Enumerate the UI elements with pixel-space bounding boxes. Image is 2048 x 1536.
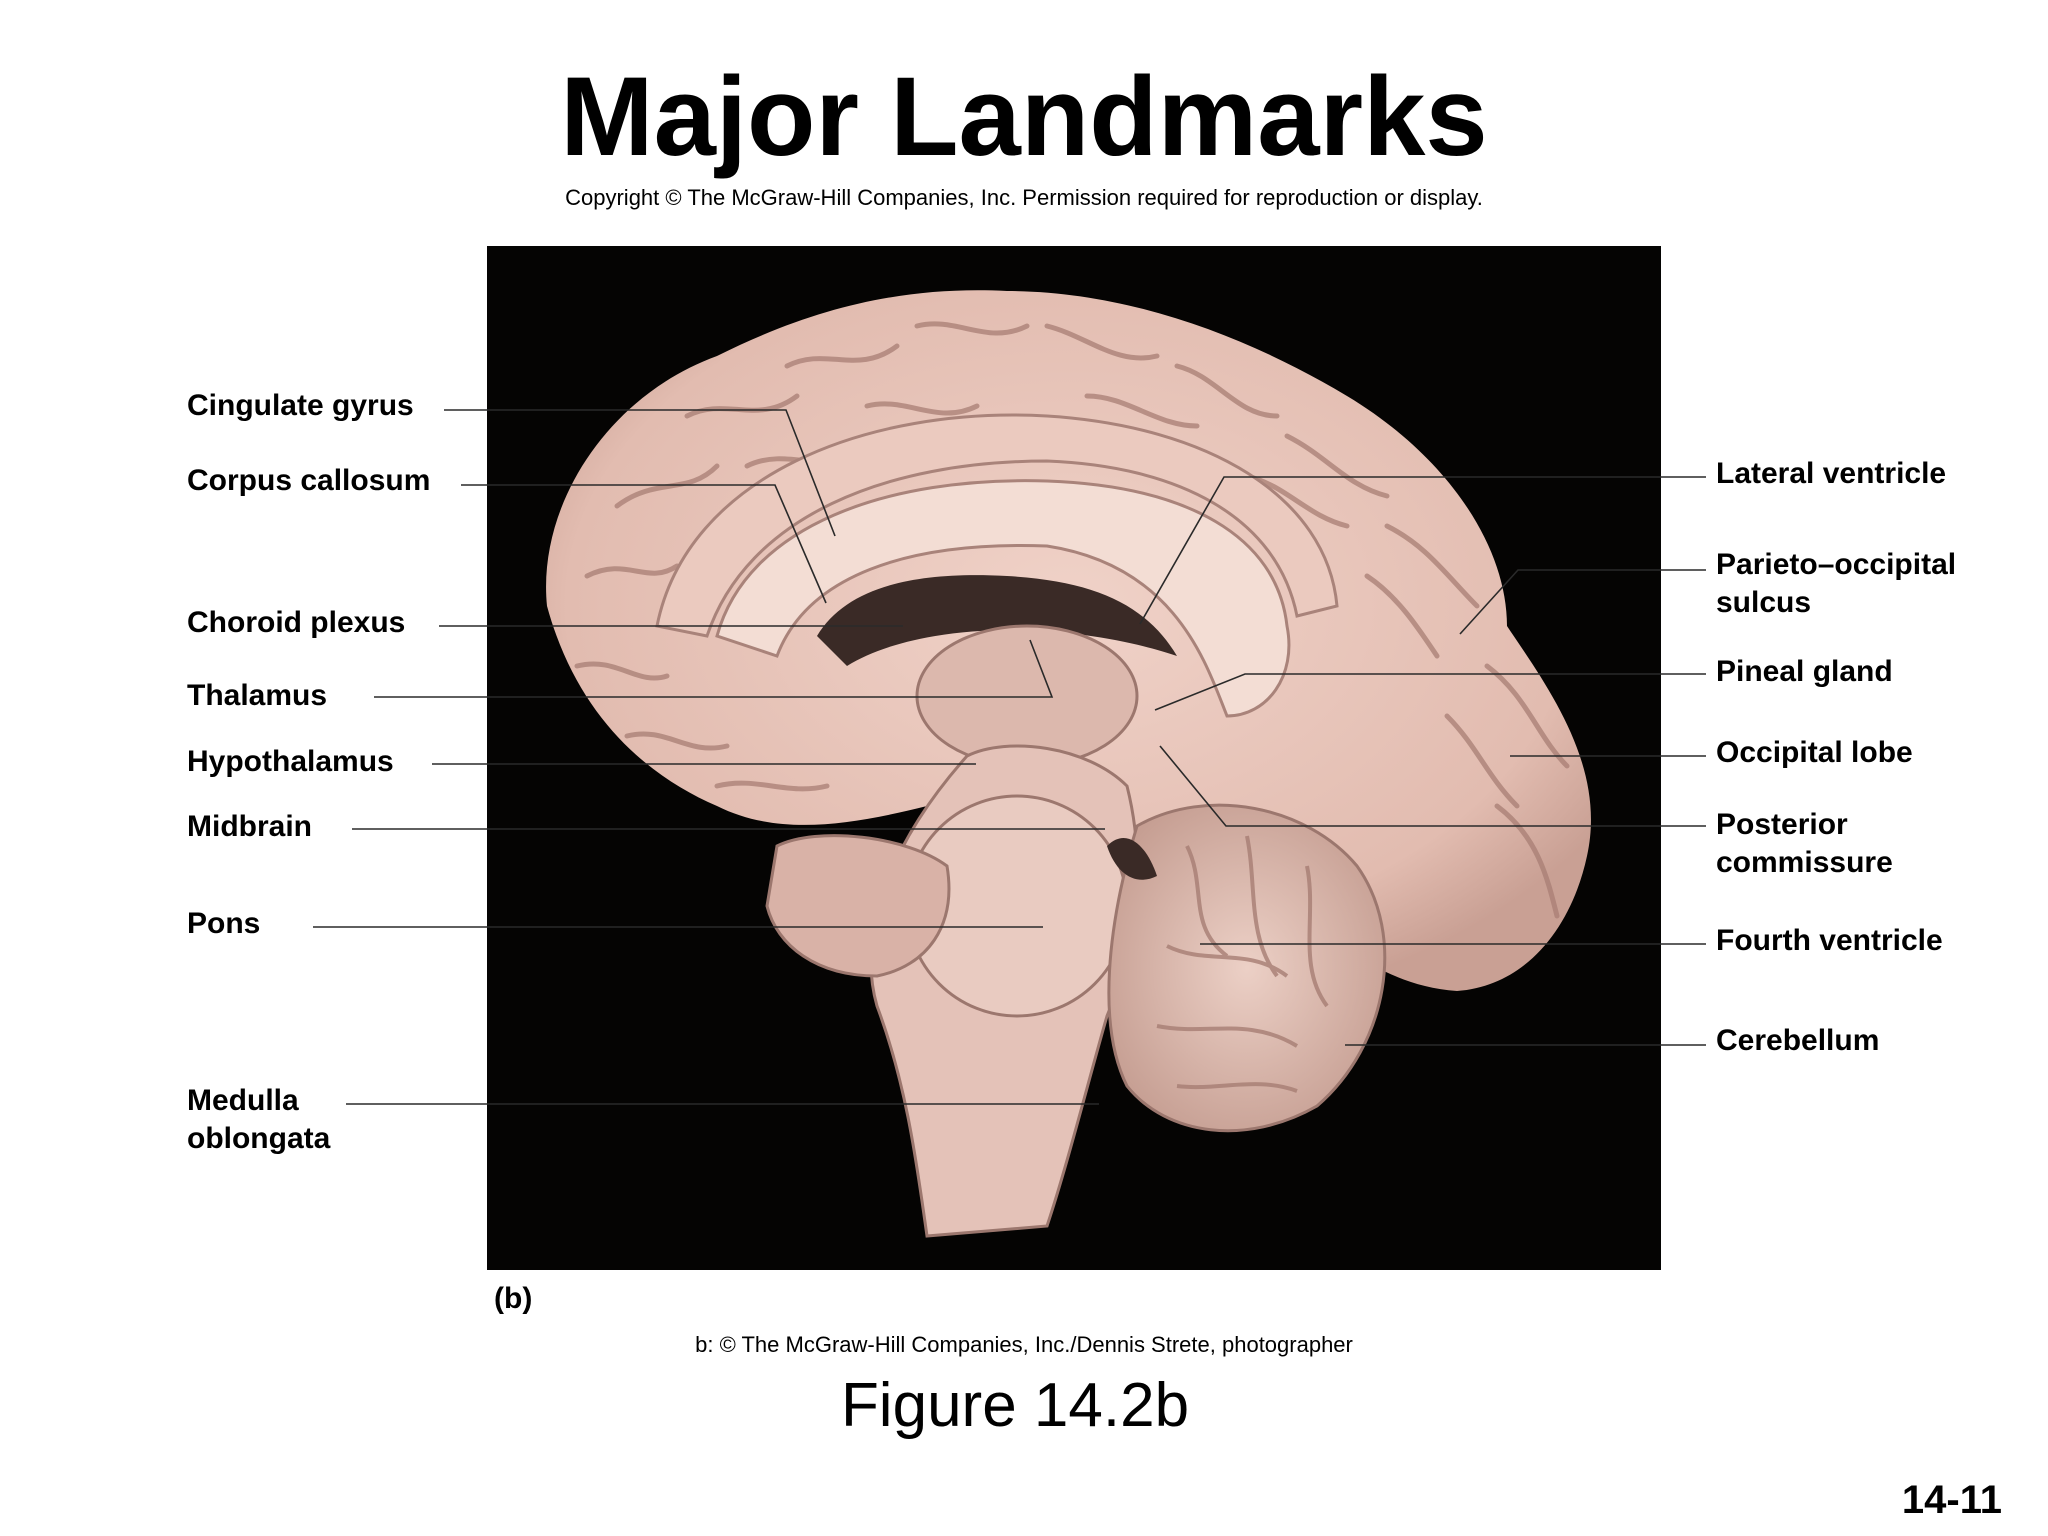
panel-letter: (b)	[494, 1282, 533, 1315]
page-number: 14-11	[1901, 1478, 2002, 1522]
brain-sagittal-photo	[487, 246, 1661, 1270]
label-midbrain: Midbrain	[187, 810, 312, 843]
label-thalamus: Thalamus	[187, 679, 328, 712]
label-cerebellum: Cerebellum	[1716, 1024, 1880, 1057]
figure-number: Figure 14.2b	[840, 1371, 1190, 1440]
label-pineal-gland: Pineal gland	[1716, 655, 1893, 688]
label-fourth-ventricle: Fourth ventricle	[1716, 924, 1943, 957]
temporal-lobe-shape	[765, 834, 951, 978]
label-hypothalamus: Hypothalamus	[187, 745, 394, 778]
label-posterior-commissure: Posterior commissure	[1716, 808, 1893, 879]
label-occipital-lobe: Occipital lobe	[1716, 736, 1913, 769]
label-medulla-oblongata: Medulla oblongata	[187, 1084, 331, 1155]
copyright-notice: Copyright © The McGraw-Hill Companies, I…	[565, 185, 1483, 210]
label-parieto-occipital-sulcus: Parieto–occipital sulcus	[1716, 548, 1957, 619]
brain-illustration	[546, 290, 1591, 1238]
label-pons: Pons	[187, 907, 261, 940]
label-choroid-plexus: Choroid plexus	[187, 606, 406, 639]
fourth-ventricle-cavity	[1107, 837, 1157, 880]
lateral-ventricle-cavity	[817, 575, 1177, 666]
photo-credit: b: © The McGraw-Hill Companies, Inc./Den…	[695, 1332, 1353, 1357]
cerebellum-shape	[1107, 803, 1387, 1133]
label-corpus-callosum: Corpus callosum	[187, 464, 431, 497]
label-lateral-ventricle: Lateral ventricle	[1716, 457, 1947, 490]
slide-title: Major Landmarks	[560, 54, 1488, 179]
label-cingulate-gyrus: Cingulate gyrus	[187, 389, 414, 422]
